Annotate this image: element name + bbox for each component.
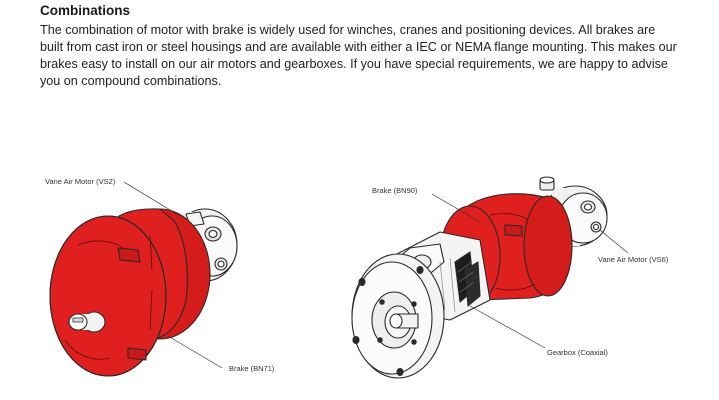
section-heading: Combinations [40,3,130,18]
left-assembly-illustration [49,181,238,377]
gearbox-flange [351,253,445,379]
gearbox-coaxial [394,231,491,321]
right-assembly-illustration [351,176,629,379]
label-gearbox-coaxial: Gearbox (Coaxial) [547,348,608,357]
label-brake-bn90: Brake (BN90) [372,186,418,195]
section-paragraph: The combination of motor with brake is w… [40,23,677,88]
label-vane-air-motor-vs6: Vane Air Motor (VS6) [598,255,669,264]
label-brake-bn71: Brake (BN71) [229,364,275,373]
brake-bn71 [49,208,211,377]
label-vane-air-motor-vs2: Vane Air Motor (VS2) [45,177,116,186]
